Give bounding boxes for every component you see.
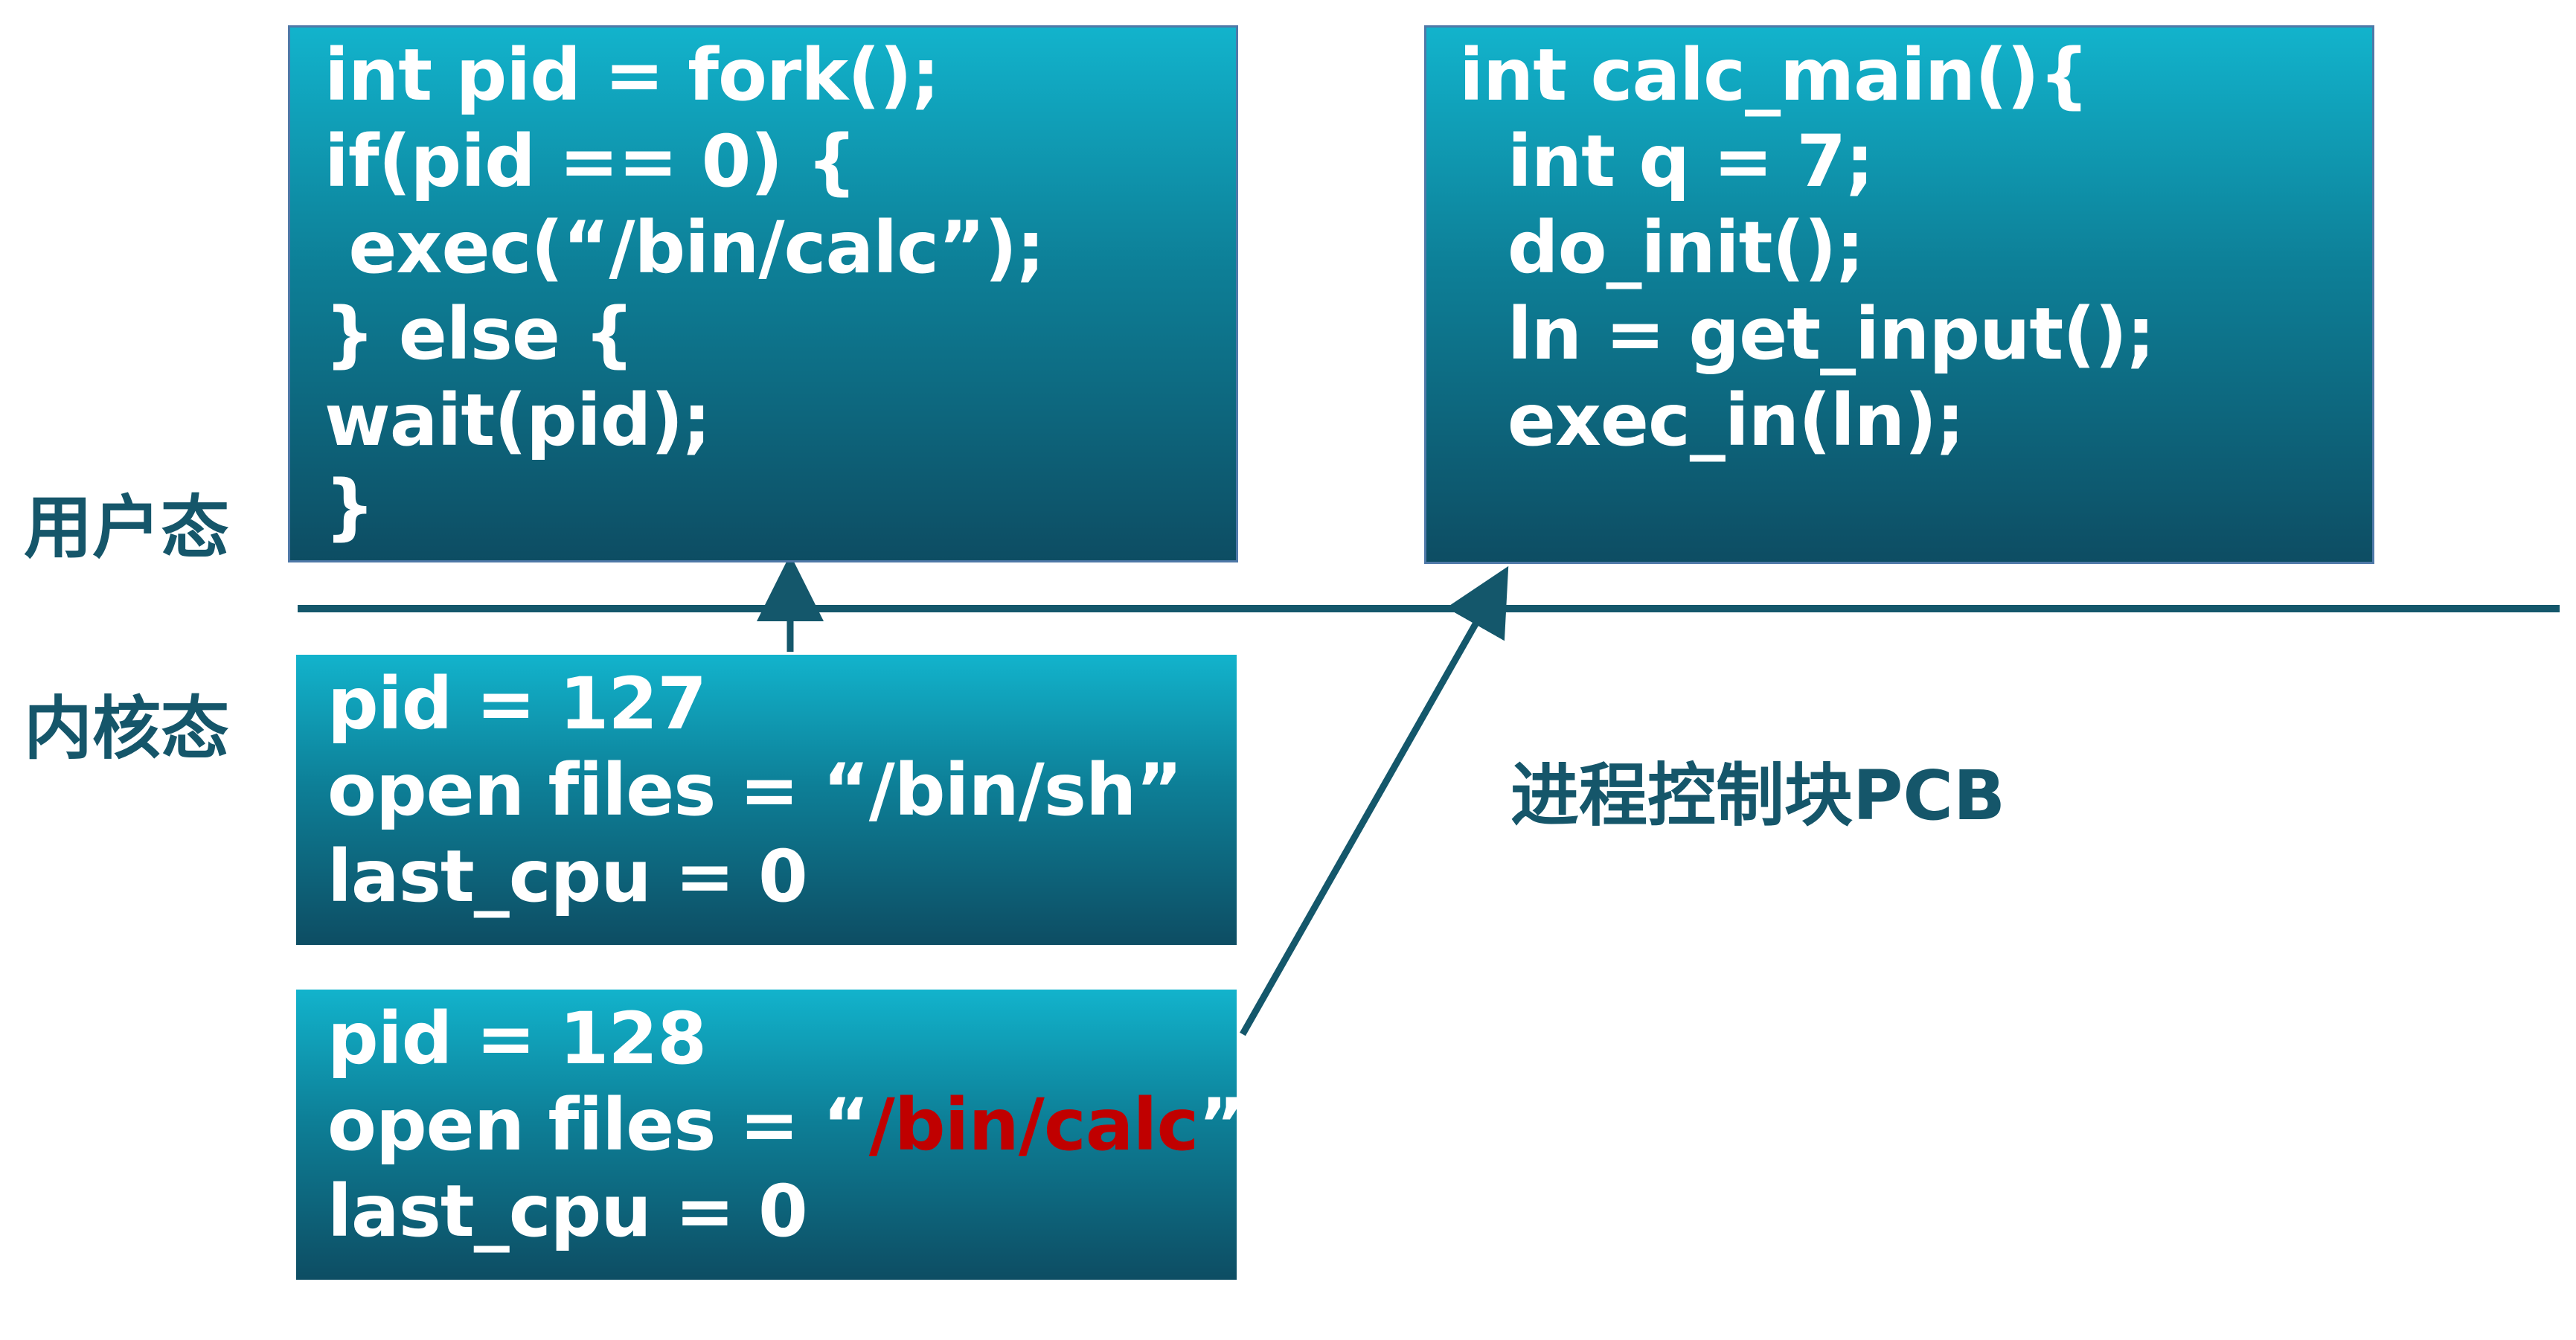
open-files-label: open files =: [327, 748, 823, 832]
kernel-mode-label: 内核态: [24, 689, 230, 769]
arrow-pcb128-to-calc: [1240, 565, 1509, 1036]
pcb-open-files: open files = “/bin/sh”: [327, 747, 1237, 833]
code-line: ln = get_input();: [1459, 292, 2156, 376]
pcb-label: 进程控制块PCB: [1510, 756, 2006, 836]
code-line: int calc_main(){: [1459, 33, 2089, 117]
code-line: } else {: [324, 292, 635, 376]
calc-code-box: int calc_main(){ int q = 7; do_init(); l…: [1424, 25, 2374, 564]
open-files-label: open files =: [327, 1083, 823, 1167]
code-line: exec_in(ln);: [1459, 379, 1965, 462]
open-files-value: /bin/calc: [868, 1083, 1199, 1167]
code-line: do_init();: [1459, 206, 1865, 289]
code-line: if(pid == 0) {: [324, 120, 857, 203]
code-line: int q = 7;: [1459, 120, 1874, 203]
pcb-127-box: pid = 127 open files = “/bin/sh” last_cp…: [296, 655, 1237, 945]
pcb-open-files: open files = “/bin/calc”: [327, 1082, 1245, 1168]
pcb-pid: pid = 127: [327, 662, 707, 746]
open-quote-right: ”: [1198, 1083, 1245, 1167]
pcb-pid: pid = 128: [327, 997, 707, 1080]
open-quote-left: “: [822, 1083, 870, 1167]
user-mode-label: 用户态: [24, 488, 230, 568]
pcb-128-box: pid = 128 open files = “/bin/calc” last_…: [296, 990, 1245, 1280]
code-line: }: [324, 465, 375, 548]
pcb-last-cpu: last_cpu = 0: [327, 835, 808, 918]
code-line: wait(pid);: [324, 379, 711, 462]
pcb-last-cpu: last_cpu = 0: [327, 1170, 808, 1253]
code-line: int pid = fork();: [324, 33, 940, 117]
shell-code-box: int pid = fork(); if(pid == 0) { exec(“/…: [288, 25, 1238, 562]
open-files-value: “/bin/sh”: [822, 748, 1183, 832]
code-line: exec(“/bin/calc”);: [324, 206, 1045, 289]
